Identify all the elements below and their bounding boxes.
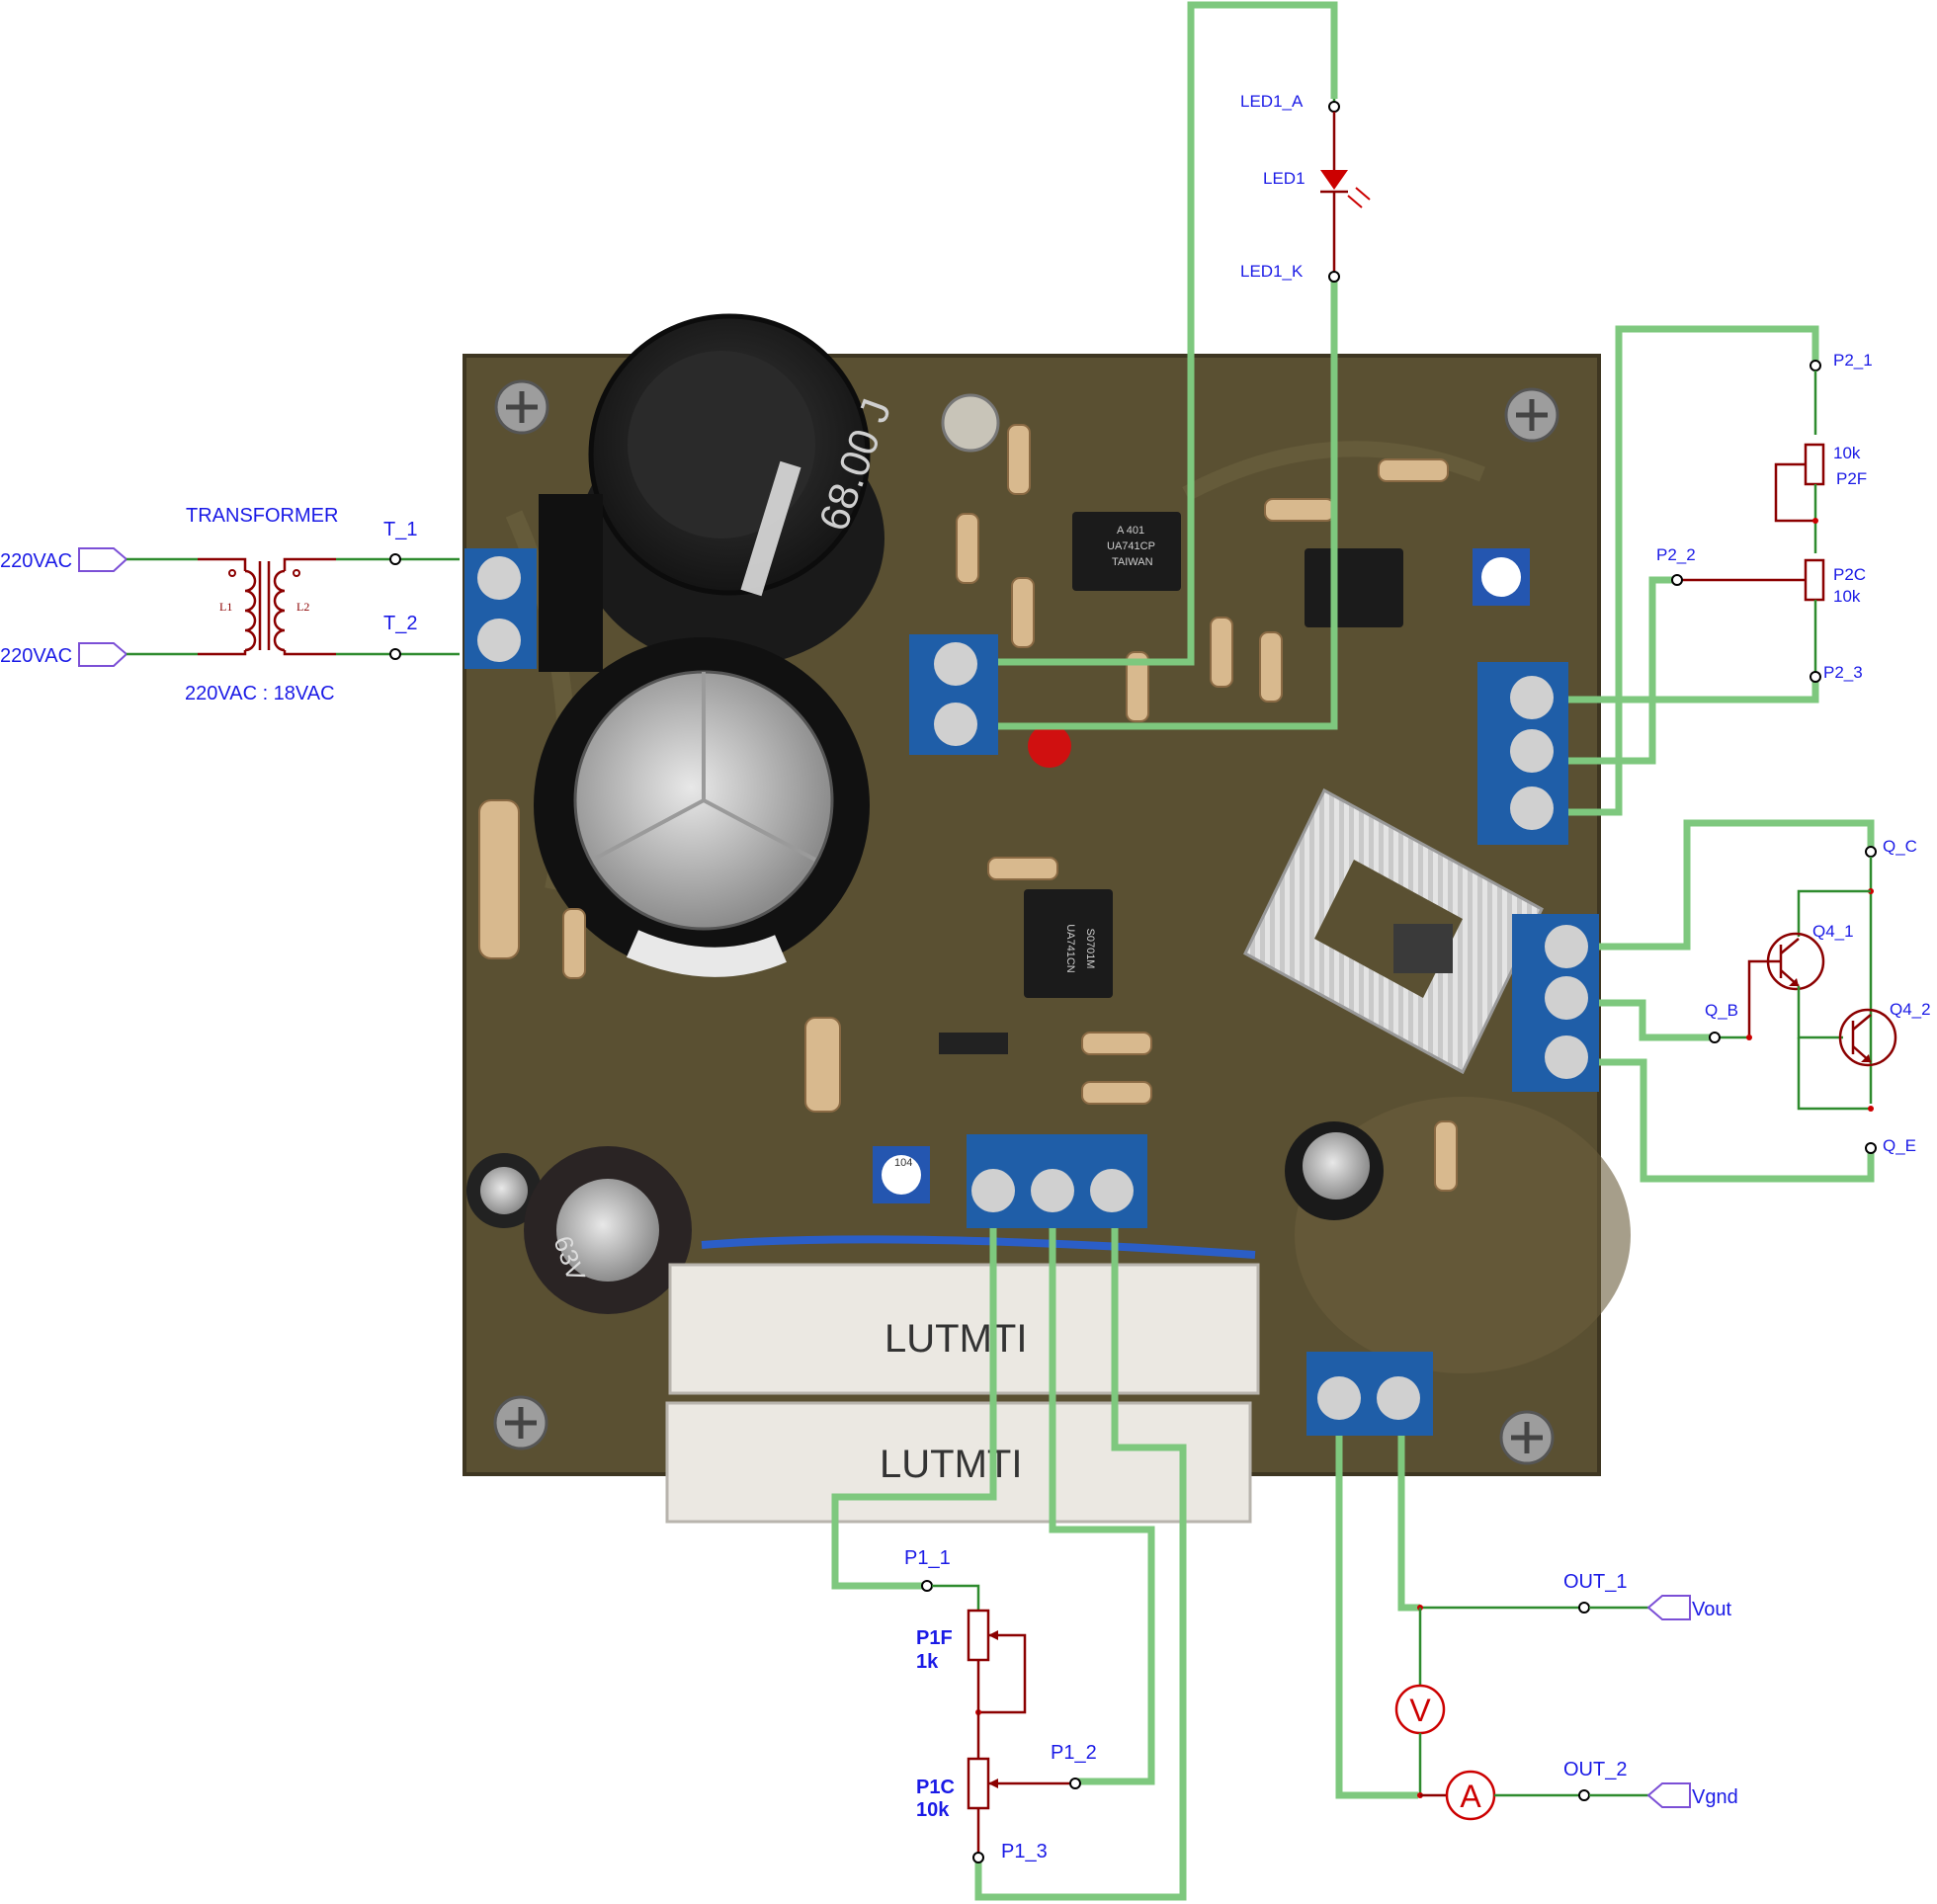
jumper-wires [831, 1, 1875, 1901]
pot-p1c-value: 10k [916, 1799, 950, 1821]
screw-top-right [1504, 387, 1559, 443]
jumper-p2-1 [1568, 325, 1819, 816]
voltmeter-label: V [1409, 1693, 1431, 1728]
jumper-q-e [1599, 1058, 1875, 1183]
jumper-q-b [1599, 999, 1715, 1041]
pin-p1-1-label: P1_1 [904, 1547, 951, 1569]
jumper-out-v [1397, 1436, 1420, 1612]
pin-q-c-label: Q_C [1883, 837, 1917, 856]
pin-out-2-label: OUT_2 [1563, 1759, 1627, 1780]
pot-p2f-value: 10k [1833, 444, 1861, 462]
pin-p2-2-label: P2_2 [1656, 545, 1696, 564]
heatsink [1243, 787, 1544, 1075]
input-port-1[interactable] [78, 547, 128, 572]
pin-p1-2-label: P1_2 [1051, 1742, 1097, 1764]
pot-p2f-name: P2F [1836, 469, 1867, 488]
capacitor-small-right [1285, 1121, 1384, 1220]
pin-out-1-label: OUT_1 [1563, 1571, 1627, 1593]
pin-led-cathode-label: LED1_K [1240, 262, 1304, 281]
pin-led-anode-label: LED1_A [1240, 92, 1304, 111]
jumper-p1-2 [1049, 1228, 1155, 1785]
terminal-block-p2 [1477, 662, 1568, 845]
ic-top-line1: A 401 [1117, 525, 1144, 537]
ic-top-line2: UA741CP [1107, 540, 1155, 552]
diode [939, 1033, 1008, 1054]
transistor-q2-label: Q4_2 [1890, 1000, 1931, 1019]
pot-p1f-name: P1F [916, 1627, 953, 1649]
pin-q-b-label: Q_B [1705, 1001, 1738, 1020]
trimmer-top [1473, 548, 1530, 606]
transformer-ratio: 220VAC : 18VAC [185, 683, 335, 704]
pin-q-e-label: Q_E [1883, 1136, 1916, 1155]
trimmer-bottom: 104 [873, 1146, 930, 1203]
output-port-vout-label: Vout [1692, 1599, 1731, 1620]
blue-wire [701, 1235, 1256, 1259]
pin-p2-1-label: P2_1 [1833, 351, 1873, 370]
input-port-label-2: 220VAC [0, 645, 72, 667]
led-symbol: LED1_A LED1 LED1_K [1240, 92, 1371, 283]
ic-bottom: UA741CN S0701M [1024, 889, 1113, 998]
output-section: OUT_1 Vout V A OUT_2 Vgnd [1394, 1571, 1738, 1821]
coil-l1-label: L1 [219, 600, 232, 614]
jumper-led-cathode [998, 277, 1338, 730]
pin-p1-3-label: P1_3 [1001, 1841, 1048, 1863]
output-port-vgnd-label: Vgnd [1692, 1786, 1738, 1808]
pot-p1f-value: 1k [916, 1651, 939, 1673]
terminal-block-transformer [464, 548, 537, 669]
pin-t1-label: T_1 [383, 519, 417, 540]
capacitor-silver [534, 637, 870, 977]
pot-p2c-name: P2C [1833, 565, 1866, 584]
jumper-p2-2 [1568, 576, 1672, 765]
input-port-label-1: 220VAC [0, 550, 72, 572]
pin-t2-label: T_2 [383, 613, 417, 634]
jumper-p1-1 [831, 1228, 997, 1590]
pot-p1c-name: P1C [916, 1777, 955, 1798]
transistor-symbol: Q_C Q4_1 Q4_2 Q_B Q_E [1705, 837, 1931, 1155]
power-resistor-1-text: LUTMTI [884, 1317, 1027, 1361]
terminal-block-led [909, 634, 998, 755]
ammeter-label: A [1460, 1779, 1481, 1814]
terminal-block-transistor [1512, 914, 1599, 1092]
ic-bottom-line1: UA741CN [1064, 924, 1076, 973]
pin-p2-3-label: P2_3 [1823, 663, 1863, 682]
trimmer-marking: 104 [894, 1157, 912, 1169]
ic-middle [1305, 548, 1403, 627]
transistor-can [941, 393, 1000, 453]
led-label: LED1 [1263, 169, 1305, 188]
terminal-block-p1 [967, 1134, 1147, 1228]
resistors [478, 424, 1458, 1192]
power-resistor-2-text: LUTMTI [880, 1443, 1022, 1486]
jumper-out-gnd [1335, 1436, 1418, 1799]
output-port-vout[interactable] [1646, 1595, 1691, 1620]
capacitor-small-left: 63V [466, 1146, 692, 1314]
screw-top-left [494, 379, 549, 435]
jumper-p2-3 [1568, 682, 1819, 704]
transformer-symbol: TRANSFORMER 220VAC 220VAC L1 L2 T_1 T_2 … [0, 505, 460, 704]
screw-bottom-right [1499, 1410, 1555, 1465]
transistor-q1-label: Q4_1 [1812, 922, 1854, 941]
screw-bottom-left [493, 1395, 548, 1450]
regulator-left [539, 494, 603, 672]
led-body [1028, 724, 1071, 768]
pot-p2-symbol: P2_1 10k P2F P2_2 P2C 10k P2_3 [1656, 351, 1873, 683]
transformer-title: TRANSFORMER [186, 505, 338, 527]
ic-bottom-line2: S0701M [1084, 929, 1096, 969]
power-resistor-1: LUTMTI [668, 1263, 1260, 1395]
input-port-2[interactable] [78, 642, 128, 667]
pot-p1-symbol: P1_1 P1F 1k P1_2 P1C 10k P1_3 [904, 1547, 1097, 1863]
ic-top-line3: TAIWAN [1112, 556, 1153, 568]
coil-l2-label: L2 [296, 600, 309, 614]
output-port-vgnd[interactable] [1646, 1782, 1691, 1808]
jumper-p1-3 [974, 1228, 1187, 1901]
jumper-q-c [1599, 819, 1875, 951]
terminal-block-output [1306, 1352, 1433, 1436]
ic-top: A 401 UA741CP TAIWAN [1072, 512, 1181, 591]
jumper-led-anode [998, 1, 1338, 666]
pot-p2c-value: 10k [1833, 587, 1861, 606]
capacitor-black: 68.00 J [578, 313, 900, 667]
power-resistor-2: LUTMTI [665, 1401, 1252, 1524]
